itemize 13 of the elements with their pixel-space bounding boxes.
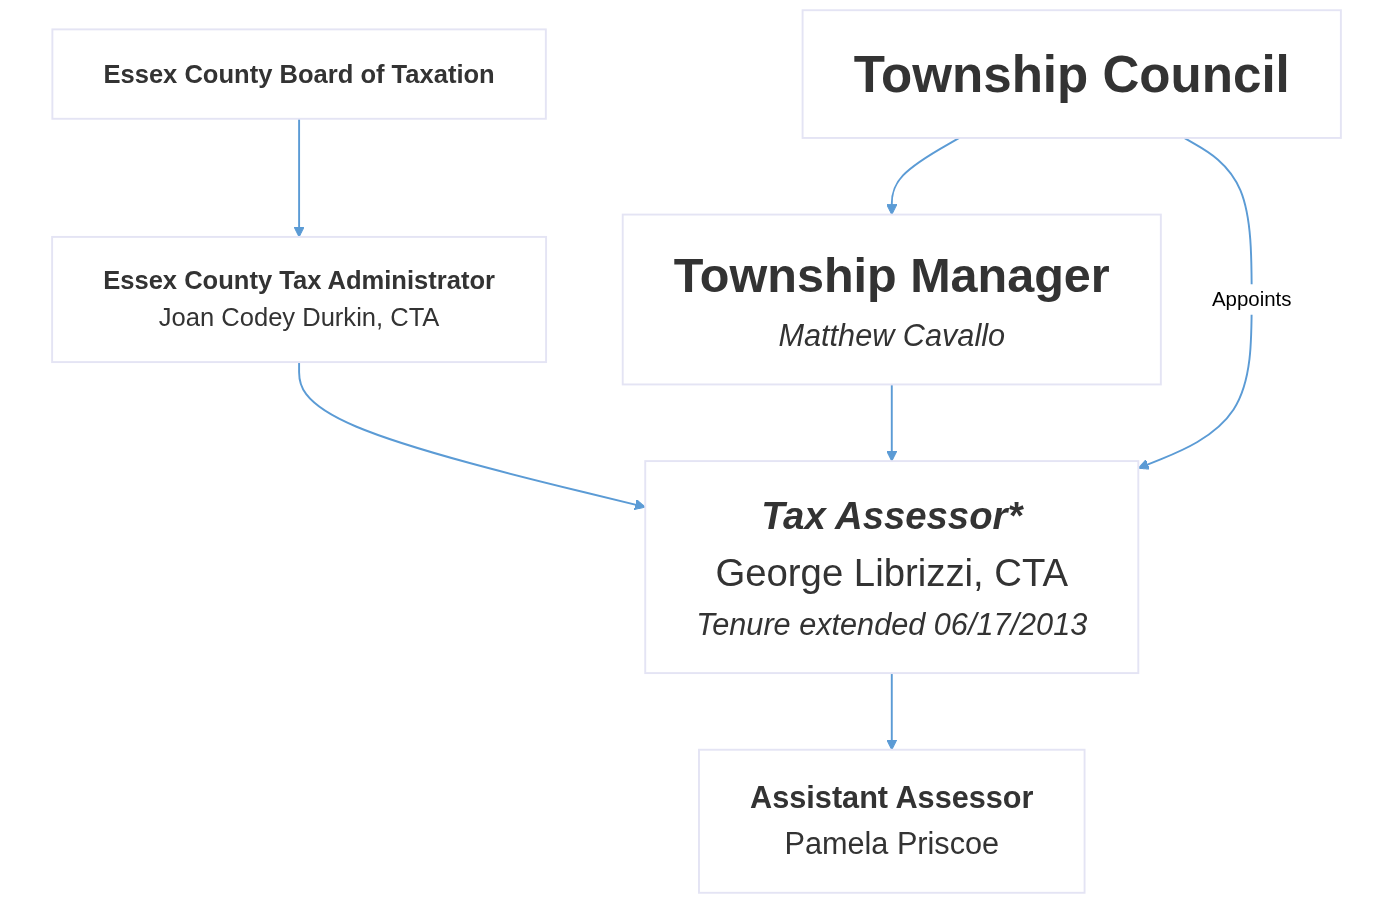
- arrow: [886, 383, 898, 462]
- node-box: Township Council: [801, 9, 1342, 139]
- arrow: [886, 672, 898, 751]
- node-box: Tax Assessor* George Librizzi, CTA Tenure extended 06/17/2013: [644, 460, 1140, 675]
- node-box: Essex County Tax Administrator Joan Codey Durkin, CTA: [51, 235, 548, 364]
- arrow: [298, 361, 646, 511]
- node-box: Essex County Board of Taxation: [51, 28, 547, 120]
- arrow: [886, 137, 961, 216]
- arrow: [1137, 137, 1253, 470]
- edge-label: Appoints: [1211, 288, 1292, 310]
- node-box: Assistant Assessor Pamela Priscoe: [698, 748, 1086, 894]
- node-box: Township Manager Matthew Cavallo: [621, 213, 1162, 386]
- arrow: [293, 117, 305, 238]
